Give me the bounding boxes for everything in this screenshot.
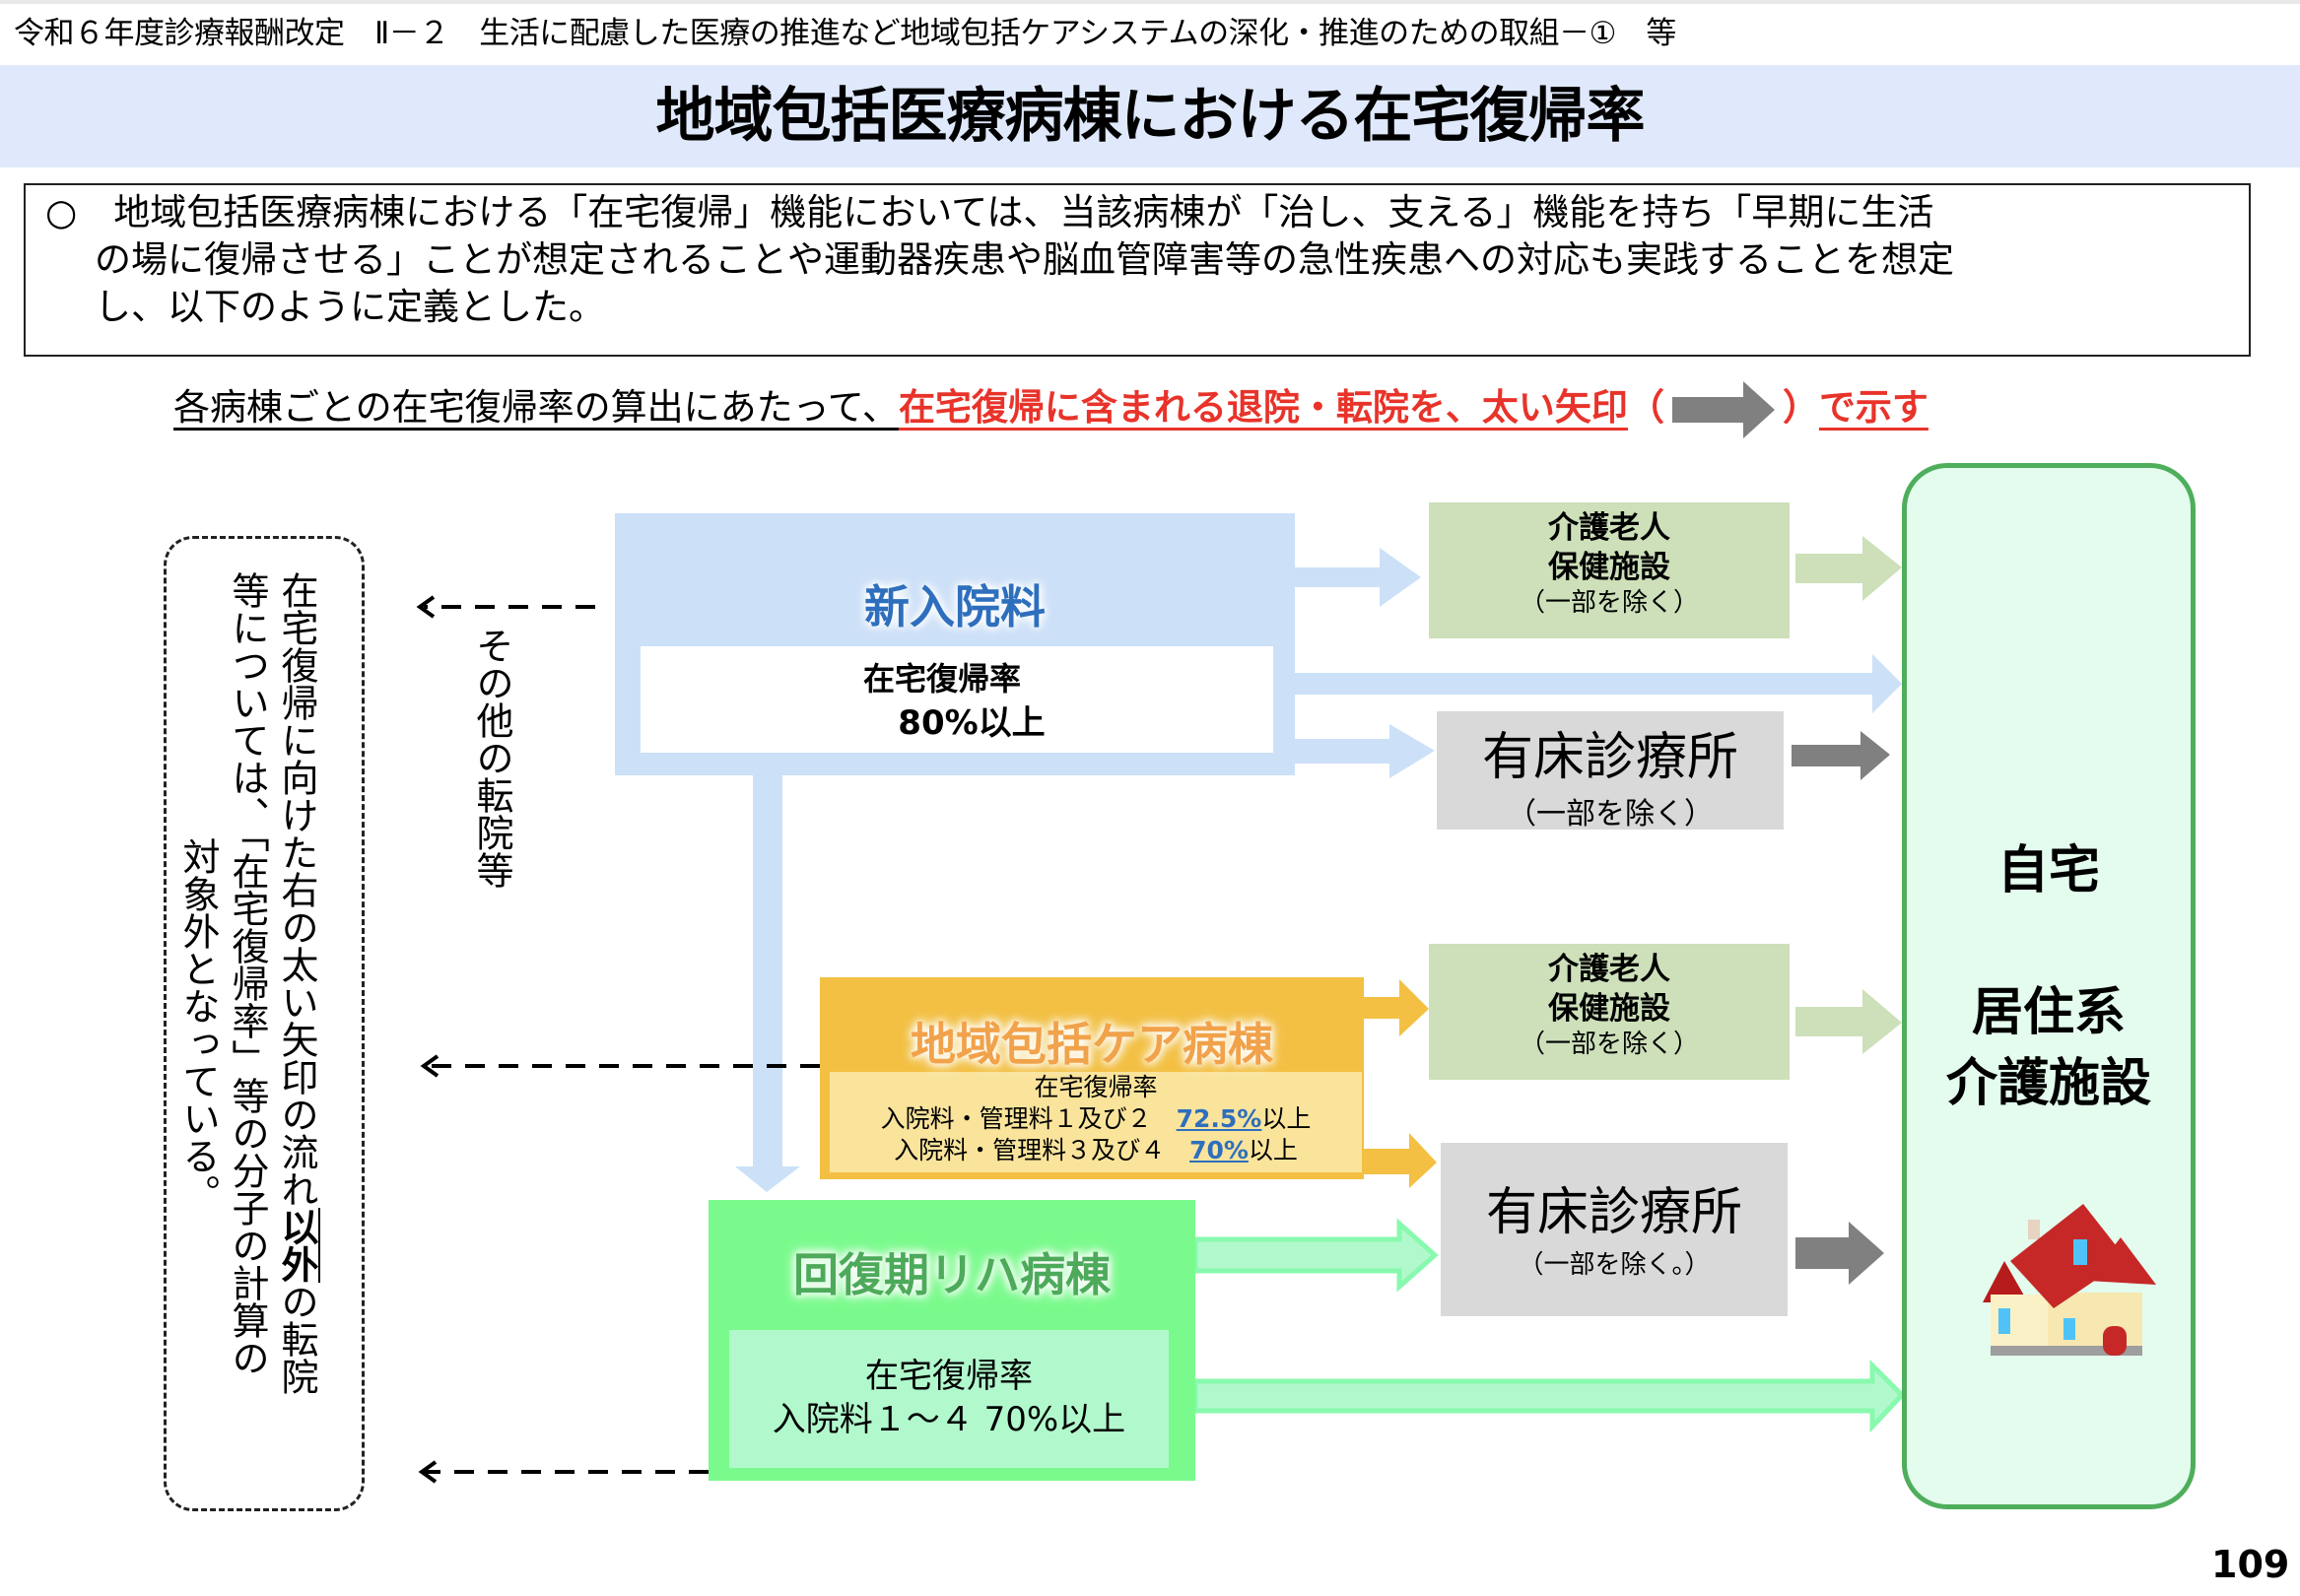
house-icon	[1983, 1204, 2156, 1356]
note-paren-open: （	[1627, 386, 1664, 429]
breadcrumb: 令和６年度診療報酬改定 Ⅱ－２ 生活に配慮した医療の推進など地域包括ケアシステム…	[14, 16, 1676, 51]
ward-new-admission-rate-label: 在宅復帰率	[862, 660, 1021, 698]
rouken-1-sub: （一部を除く）	[1519, 588, 1699, 618]
arrow-orange-to-clinic2	[1364, 1133, 1437, 1188]
destination-clinic-1: 有床診療所 （一部を除く）	[1437, 711, 1784, 831]
exclusion-col1-a: 在宅復帰に向けた右の太い矢印の流れ	[275, 571, 318, 1208]
recovery-rehab-rate-label: 在宅復帰率	[865, 1357, 1033, 1396]
arrow-clinic1-to-home	[1792, 731, 1890, 780]
rouken-1-line2: 保健施設	[1548, 550, 1670, 585]
arrow-blue-to-home	[1295, 654, 1902, 713]
exclusion-note-text: 在宅復帰に向けた右の太い矢印の流れ以外の転院 等については、「在宅復帰率」等の分…	[173, 571, 321, 1497]
exclusion-col1-bold: 以外	[275, 1208, 320, 1283]
home-care-facility-label: 介護施設	[1945, 1054, 2151, 1113]
destination-rouken-2: 介護老人 保健施設 （一部を除く）	[1429, 944, 1790, 1080]
home-label: 自宅	[1996, 841, 2100, 900]
exclusion-col2: 等については、「在宅復帰率」等の分子の計算の	[226, 571, 269, 1376]
community-care-rate-row-2: 入院料・管理料３及び４ 70%以上	[830, 1135, 1362, 1166]
destination-rouken-1: 介護老人 保健施設 （一部を除く）	[1429, 502, 1790, 638]
row2-value: 70%	[1189, 1136, 1249, 1164]
arrow-rouken1-to-home	[1795, 536, 1902, 601]
clinic-1-main: 有床診療所	[1481, 728, 1738, 787]
row2-suffix: 以上	[1248, 1136, 1298, 1164]
note-paren-close: ）	[1782, 386, 1819, 429]
dashed-arrow-rehab-head	[418, 1460, 438, 1484]
arrow-blue-to-clinic1	[1295, 724, 1435, 778]
rouken-2-line2: 保健施設	[1548, 991, 1670, 1027]
dashed-arrow-new-head	[416, 595, 436, 619]
rouken-2-line1: 介護老人	[1548, 952, 1670, 987]
row2-prefix: 入院料・管理料３及び４	[894, 1136, 1190, 1164]
row1-prefix: 入院料・管理料１及び２	[880, 1104, 1177, 1133]
arrow-blue-down	[735, 775, 800, 1192]
dashed-arrow-community-head	[420, 1054, 440, 1078]
recovery-rehab-rate-value: 入院料１～４ 70%以上	[772, 1400, 1126, 1439]
title-band	[0, 65, 2300, 167]
thick-arrow-icon	[1671, 380, 1775, 438]
ward-new-admission-rate-box	[641, 646, 1273, 753]
arrow-rouken2-to-home	[1795, 989, 1902, 1054]
community-care-rate-row-1: 入院料・管理料１及び２ 72.5%以上	[830, 1103, 1362, 1135]
exclusion-col3: 対象外となっている。	[176, 837, 220, 1212]
destination-clinic-2: 有床診療所 （一部を除く。）	[1441, 1143, 1788, 1316]
intro-box	[24, 183, 2251, 357]
arrow-orange-to-rouken2	[1364, 979, 1429, 1036]
ward-community-care-rates: 在宅復帰率 入院料・管理料１及び２ 72.5%以上 入院料・管理料３及び４ 70…	[830, 1072, 1362, 1166]
home-residential-label: 居住系	[1971, 983, 2126, 1042]
exclusion-note-box	[164, 536, 365, 1511]
exclusion-col1-b: の転院	[275, 1283, 318, 1395]
ward-community-care-rate-box	[830, 1072, 1362, 1172]
note-highlight: 在宅復帰に含まれる退院・転院を、太い矢印	[898, 386, 1628, 429]
legend-note: 各病棟ごとの在宅復帰率の算出にあたって、在宅復帰に含まれる退院・転院を、太い矢印…	[173, 377, 1928, 438]
community-care-rate-label: 在宅復帰率	[1034, 1073, 1158, 1101]
row1-suffix: 以上	[1261, 1104, 1312, 1133]
header-bar	[0, 0, 2300, 59]
rouken-2-sub: （一部を除く）	[1519, 1030, 1699, 1059]
ward-recovery-rehab-rate-box	[729, 1330, 1169, 1468]
rouken-1-line1: 介護老人	[1548, 510, 1670, 546]
ward-new-admission-rate-value: 80%以上	[898, 703, 1046, 743]
note-text: 各病棟ごとの在宅復帰率の算出にあたって、	[173, 386, 899, 429]
intro-line: ○ 地域包括医療病棟における「在宅復帰」機能においては、当該病棟が「治し、支える…	[45, 191, 1934, 233]
arrow-blue-to-rouken1	[1295, 548, 1421, 607]
arrow-clinic2-to-home	[1795, 1222, 1884, 1285]
page-title: 地域包括医療病棟における在宅復帰率	[655, 82, 1646, 151]
ward-new-admission-label: 新入院料	[864, 580, 1046, 633]
row1-value: 72.5%	[1176, 1104, 1262, 1133]
ward-community-care-label: 地域包括ケア病棟	[911, 1018, 1273, 1071]
ward-recovery-rehab-rates: 在宅復帰率 入院料１～４ 70%以上	[729, 1355, 1169, 1441]
clinic-2-sub: （一部を除く。）	[1518, 1250, 1711, 1280]
intro-line: し、以下のように定義とした。	[95, 286, 605, 328]
page-number: 109	[2211, 1543, 2290, 1586]
arrow-green-to-home	[1192, 1359, 1906, 1433]
other-transfers-label: その他の転院等	[470, 627, 513, 889]
exclusion-col1: 在宅復帰に向けた右の太い矢印の流れ以外の転院	[275, 571, 320, 1395]
clinic-2-main: 有床診療所	[1485, 1183, 1742, 1242]
clinic-1-sub: （一部を除く）	[1507, 797, 1714, 831]
intro-text: ○ 地域包括医療病棟における「在宅復帰」機能においては、当該病棟が「治し、支える…	[45, 189, 2213, 331]
arrow-green-to-clinic2	[1192, 1218, 1439, 1293]
intro-line: の場に復帰させる」ことが想定されることや運動器疾患や脳血管障害等の急性疾患への対…	[95, 238, 1954, 281]
note-end: で示す	[1818, 386, 1928, 429]
ward-recovery-rehab-label: 回復期リハ病棟	[793, 1248, 1111, 1301]
